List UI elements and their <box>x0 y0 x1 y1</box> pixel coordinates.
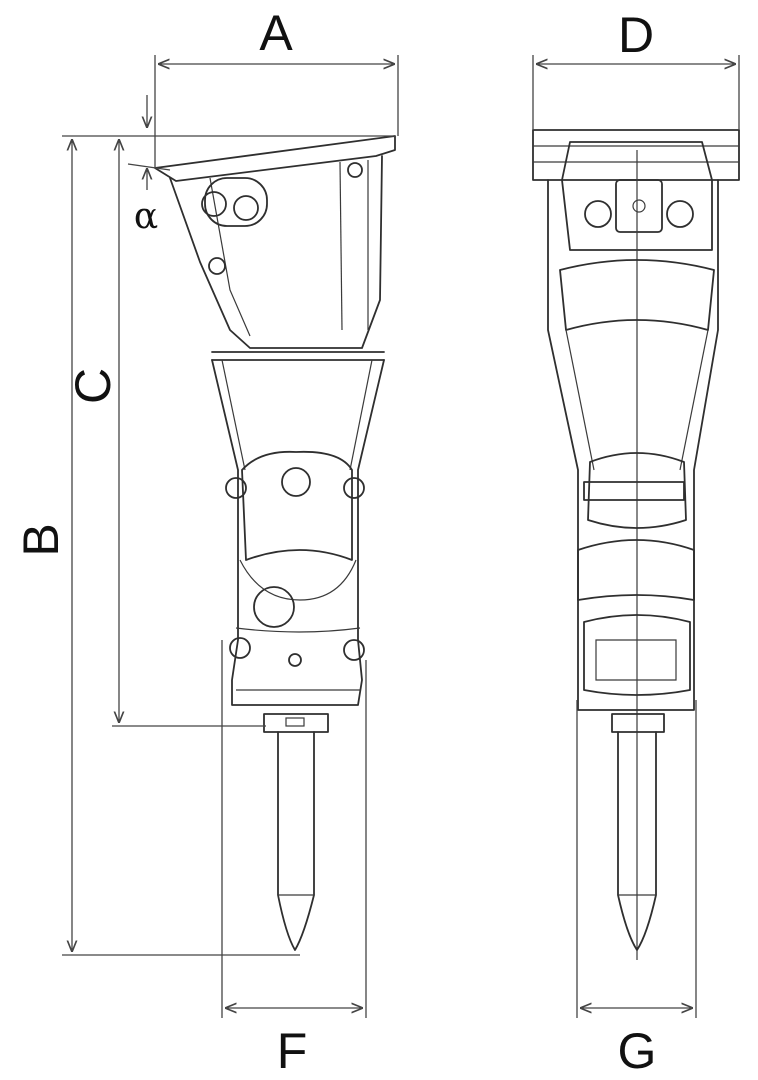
dimension-labels: A D B C α F G <box>13 5 656 1079</box>
side-mount-plate <box>154 135 396 182</box>
side-pin-3 <box>229 637 251 659</box>
side-pin-2 <box>343 477 365 499</box>
front-wedge <box>583 481 685 501</box>
side-plug <box>288 653 302 667</box>
side-bolt-left <box>208 257 226 275</box>
side-port-fitting-2 <box>233 195 259 221</box>
dimension-lines <box>62 55 740 1018</box>
front-body <box>547 179 719 711</box>
side-pin-4 <box>343 639 365 661</box>
front-fitting-left <box>584 200 612 228</box>
front-valve-cover <box>615 179 663 233</box>
side-port-plate <box>204 177 268 227</box>
side-bushing <box>263 713 329 733</box>
side-head-block <box>169 155 383 349</box>
side-tapered-body <box>211 359 385 706</box>
side-accumulator <box>253 586 295 628</box>
side-pin-1 <box>225 477 247 499</box>
label-alpha: α <box>134 196 158 237</box>
label-g: G <box>618 1023 657 1079</box>
side-view <box>154 135 396 951</box>
front-chisel <box>617 731 657 951</box>
side-chisel <box>277 731 315 951</box>
side-port-fitting-1 <box>201 191 227 217</box>
front-bushing <box>611 713 665 733</box>
label-a: A <box>259 5 293 61</box>
label-b: B <box>13 523 69 556</box>
front-lower-clamp <box>583 614 691 696</box>
front-view <box>532 129 740 960</box>
front-fitting-right <box>666 200 694 228</box>
side-cylinder <box>241 450 353 561</box>
label-f: F <box>277 1023 308 1079</box>
side-cylinder-hole <box>281 467 311 497</box>
label-d: D <box>618 7 654 63</box>
side-bolt-top <box>347 162 363 178</box>
label-c: C <box>65 368 121 404</box>
front-valve-block <box>561 141 713 251</box>
